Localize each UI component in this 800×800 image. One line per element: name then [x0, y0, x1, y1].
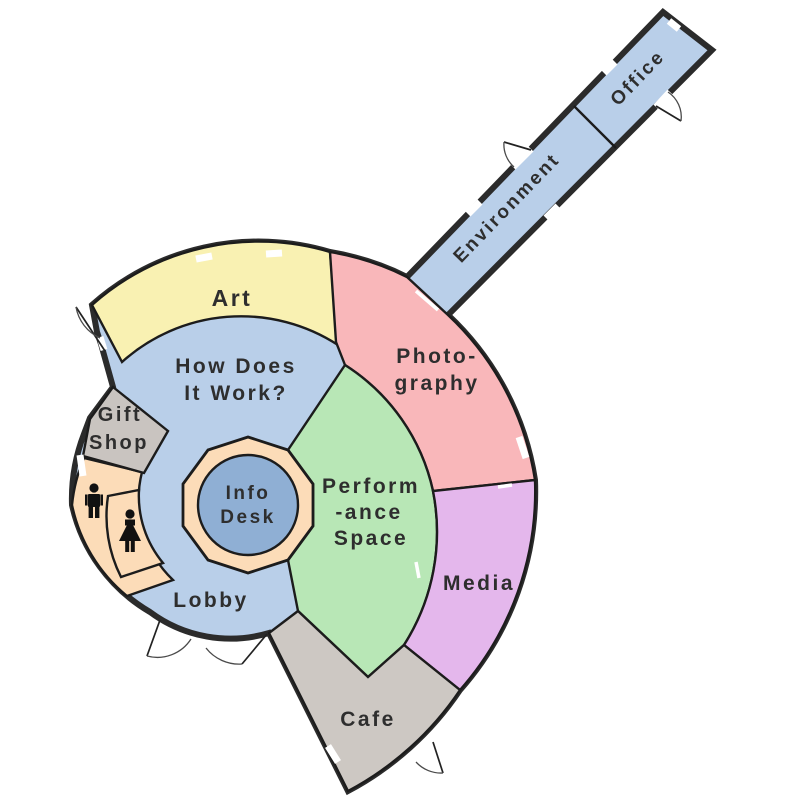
how-does-it-work-label-line1: How Does: [175, 355, 297, 378]
art-label: Art: [212, 285, 253, 311]
performance-space-label-line2: -ance: [335, 501, 402, 524]
corridor-divider-wall: [573, 105, 617, 149]
room-cafe: [267, 609, 462, 793]
gift-shop-label-line2: Shop: [89, 432, 149, 454]
info-desk-circle: [196, 453, 300, 557]
door-swings: [75, 91, 682, 774]
womens-room-icon: [119, 509, 141, 552]
info-desk-label-line1: Info: [226, 483, 271, 504]
photography-label-line2: graphy: [394, 372, 479, 395]
door-gaps: [76, 18, 682, 765]
photography-label-line1: Photo-: [396, 345, 477, 368]
lobby-label: Lobby: [173, 589, 249, 612]
room-gift-shop: [81, 385, 170, 475]
restroom-icons: [85, 483, 141, 552]
how-does-it-work-label-line2: It Work?: [184, 382, 288, 405]
cafe-label: Cafe: [340, 708, 396, 731]
performance-space-label-line3: Space: [334, 527, 408, 550]
performance-space-label-line1: Perform: [322, 475, 420, 498]
gift-shop-label-line1: Gift: [98, 404, 142, 426]
info-desk-label-line2: Desk: [220, 507, 275, 528]
mens-room-icon: [85, 483, 103, 518]
media-label: Media: [443, 572, 515, 595]
